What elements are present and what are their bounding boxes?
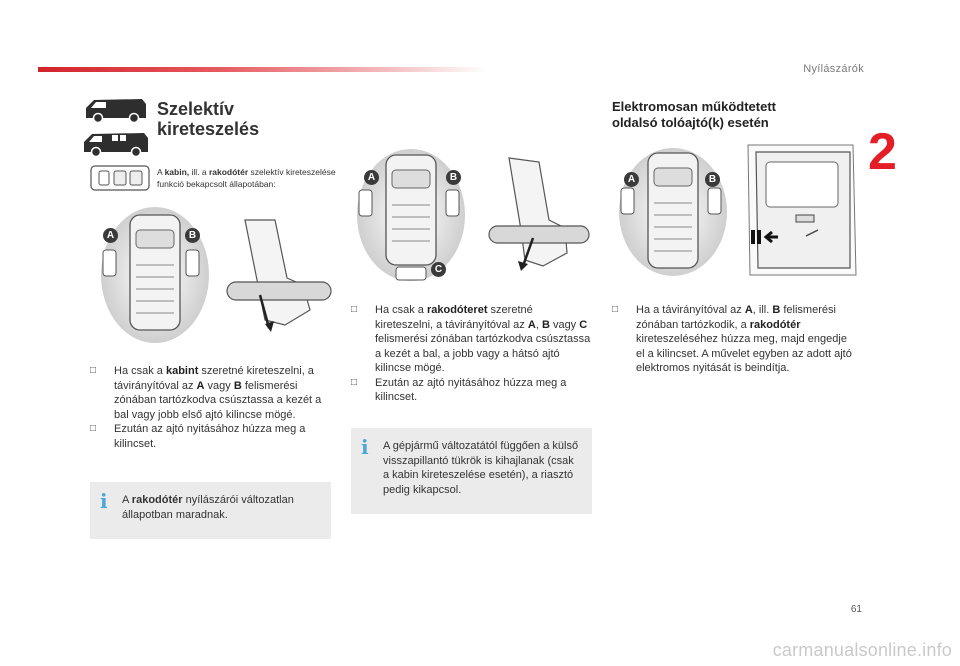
zone-b-badge: B [446, 170, 461, 185]
info-icon: i [100, 489, 108, 513]
bold-text: A [527, 318, 536, 331]
text: , [535, 318, 542, 331]
text: , ill. [752, 304, 773, 316]
bullet-marker-icon: □ [90, 365, 97, 376]
van-long-icon [84, 133, 148, 158]
bold-text: kabint [165, 365, 199, 377]
title-line-1: Elektromosan működtetett [612, 99, 776, 114]
hand-on-handle-illustration-middle [488, 157, 590, 271]
note-bold-cabin: kabin, [164, 167, 190, 177]
middle-bullet-1: □ Ha csak a rakodóteret szeretné kiretesz… [351, 303, 591, 376]
text: vagy [204, 379, 234, 392]
bold-text: B [541, 318, 550, 331]
bullet-marker-icon: □ [351, 376, 358, 388]
info-text: A rakodótér nyílászárói változatlan álla… [122, 493, 321, 522]
bold-text: B [233, 379, 242, 392]
header-accent-bar [38, 67, 488, 72]
text: Ezután az ajtó nyitásához húzza meg a ki… [114, 423, 306, 450]
watermark: carmanualsonline.info [772, 640, 952, 660]
hand-on-handle-illustration-left [226, 219, 332, 332]
note-text: A [157, 167, 165, 177]
note-text-mid: ill. a [189, 167, 209, 177]
cabin-note: A kabin, ill. a rakodótér szelektív kire… [157, 166, 337, 190]
middle-bullet-2: □ Ezután az ajtó nyitásához húzza meg a k… [351, 376, 591, 405]
text: Ezután az ajtó nyitásához húzza meg a ki… [375, 376, 567, 404]
info-box-middle: i A gépjármű változatától függően a küls… [351, 428, 592, 514]
bold-text: rakodóteret [426, 304, 488, 316]
left-bullet-1: □ Ha csak a kabint szeretné kireteszelni,… [90, 364, 330, 422]
right-bullet-1: □ Ha a távirányítóval az A, ill. B felism… [612, 303, 857, 376]
bold-text: rakodótér [131, 494, 183, 506]
zone-a-badge: A [364, 170, 379, 185]
car-zones-illustration-right [619, 148, 727, 276]
page-number: 61 [850, 604, 862, 615]
section-title: Nyílászárók [803, 63, 864, 75]
info-icon: i [361, 435, 369, 459]
text: szeretné kireteszelni, a távirányítóval … [114, 365, 314, 392]
text: A [122, 494, 132, 506]
note-text-end: szelektív kireteszelése funkció bekapcso… [157, 167, 336, 189]
bold-text: rakodótér [749, 318, 801, 331]
middle-instructions: □ Ha csak a rakodóteret szeretné kiretesz… [351, 303, 591, 405]
sliding-door-title: Elektromosan működtetett oldalsó tolóajt… [612, 99, 852, 131]
title-line-1: Szelektív [157, 99, 235, 119]
bullet-marker-icon: □ [90, 423, 97, 434]
van-side-icon [86, 99, 146, 124]
info-text: A gépjármű változatától függően a külső … [383, 440, 579, 496]
bold-text: B [772, 304, 781, 316]
zone-c-badge: C [431, 262, 446, 277]
right-instructions: □ Ha a távirányítóval az A, ill. B felism… [612, 303, 857, 376]
text: Ha csak a [114, 365, 166, 377]
zone-a-badge: A [103, 228, 118, 243]
text: Ha csak a [375, 304, 427, 316]
text: felismerési zónában tartózkodva csúsztas… [114, 379, 322, 421]
text: nyílászárói változatlan állapotban marad… [122, 494, 294, 521]
text: felismerési zónában tartózkodik, a [636, 304, 836, 331]
text: kireteszeléséhez húzza meg, majd engedje… [636, 333, 852, 374]
left-instructions: □ Ha csak a kabint szeretné kireteszelni,… [90, 364, 330, 451]
zone-b-badge: B [705, 172, 720, 187]
note-bold-cargo: rakodótér [208, 167, 249, 177]
car-zones-illustration-left [101, 207, 209, 343]
zone-a-badge: A [624, 172, 639, 187]
sliding-door-illustration [747, 144, 857, 276]
left-bullet-2: □ Ezután az ajtó nyitásához húzza meg a k… [90, 422, 330, 451]
text: Ha a távirányítóval az [636, 304, 745, 316]
chapter-number: 2 [868, 123, 897, 181]
title-line-2: kireteszelés [157, 119, 260, 139]
zone-b-badge: B [185, 228, 200, 243]
text: felismerési zónában tartózkodva csúsztas… [375, 333, 591, 374]
text: szeretné kireteszelni, a távirányítóval … [375, 304, 533, 331]
title-line-2: oldalsó tolóajtó(k) esetén [612, 115, 769, 130]
selective-unlock-title: Szelektív kireteszelés [157, 99, 327, 139]
car-zones-illustration-middle [357, 149, 465, 281]
info-box-left: i A rakodótér nyílászárói változatlan ál… [90, 482, 331, 539]
text: vagy [549, 318, 580, 331]
bold-text: A [196, 379, 205, 392]
bold-text: C [579, 318, 588, 331]
bullet-marker-icon: □ [351, 304, 358, 315]
key-fob-icon [90, 165, 150, 191]
bullet-marker-icon: □ [612, 304, 619, 315]
bold-text: A [744, 304, 753, 316]
